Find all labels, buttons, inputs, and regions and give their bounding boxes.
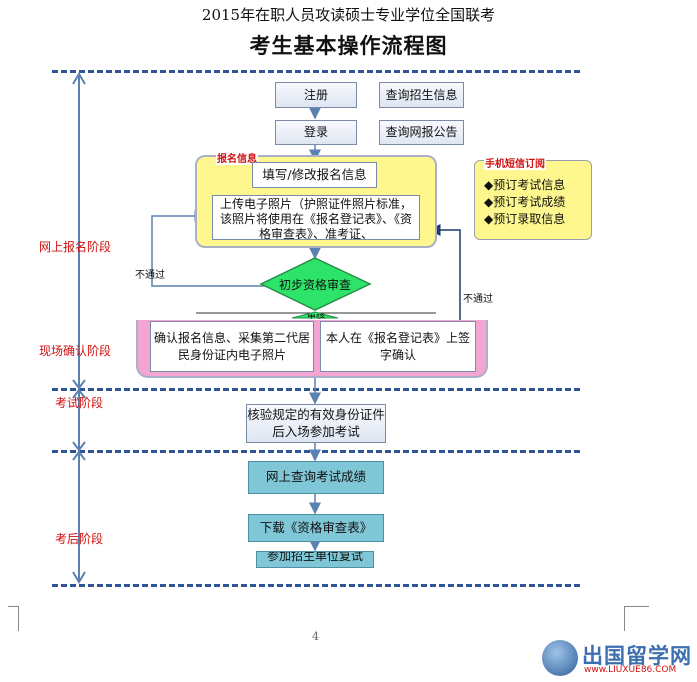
query-notice-node: 查询网报公告 (379, 120, 464, 145)
stage-divider-bottom (52, 584, 580, 587)
fail-label-right: 不通过 (463, 294, 493, 305)
watermark-brand: 出国留学网 (582, 644, 692, 668)
sms-subscription-panel (474, 160, 592, 240)
confirm-left-node: 确认报名信息、采集第二代居民身份证内电子照片 (150, 321, 314, 372)
stage-label-online: 网上报名阶段 (39, 240, 112, 254)
register-node: 注册 (275, 82, 357, 108)
sms-item-exam-score: ◆预订考试成绩 (484, 195, 566, 209)
query-info-node: 查询招生信息 (379, 82, 464, 108)
stage-divider-top (52, 70, 580, 73)
stage-label-post: 考后阶段 (55, 532, 104, 546)
confirm-right-node: 本人在《报名登记表》上签字确认 (320, 321, 476, 372)
page-title: 考生基本操作流程图 (249, 33, 448, 58)
fail-label-left: 不通过 (135, 270, 165, 281)
prelim-review-decision: 初步资格审查 (278, 278, 351, 292)
verify-id-node: 核验规定的有效身份证件后入场参加考试 (246, 404, 386, 443)
retest-node: 参加招生单位复试 (256, 551, 374, 568)
watermark-logo-icon (542, 640, 578, 676)
sms-title: 手机短信订阅 (484, 155, 546, 170)
upload-photo-node: 上传电子照片（护照证件照片标准，该照片将使用在《报名登记表》、《资格审查表》、准… (212, 195, 420, 240)
stage-label-onsite: 现场确认阶段 (39, 344, 112, 358)
download-form-node: 下载《资格审查表》 (248, 514, 384, 542)
title-line-1: 2015年在职人员攻读硕士专业学位全国联考 (201, 6, 496, 24)
login-node: 登录 (275, 120, 357, 145)
query-score-node: 网上查询考试成绩 (248, 461, 384, 494)
sms-item-admission: ◆预订录取信息 (484, 212, 566, 226)
fill-info-node: 填写/修改报名信息 (252, 162, 377, 188)
watermark-url: www.LIUXUE86.COM (584, 665, 677, 675)
corner-mark-left (8, 606, 19, 631)
sms-item-exam-info: ◆预订考试信息 (484, 178, 566, 192)
corner-mark-right (624, 606, 649, 631)
registration-info-label: 报名信息 (216, 150, 258, 165)
stage-label-exam: 考试阶段 (55, 396, 104, 410)
page-number: 4 (312, 630, 319, 643)
review-partial-label: 审核 (306, 314, 325, 320)
stage-divider-exam (52, 388, 580, 391)
